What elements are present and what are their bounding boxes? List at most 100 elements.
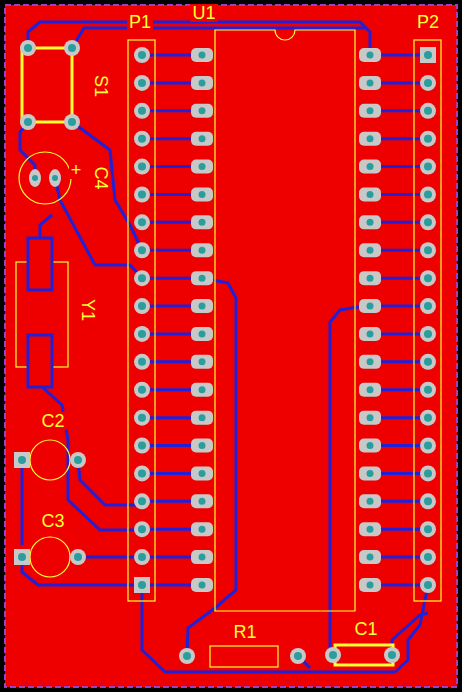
round-pad [134, 493, 150, 509]
ic-pad [191, 160, 213, 174]
round-pad [420, 214, 436, 230]
ic-pad [191, 215, 213, 229]
round-pad [420, 75, 436, 91]
round-pad [420, 465, 436, 481]
ic-pad [191, 355, 213, 369]
drill-hole [138, 581, 146, 589]
crystal-pad [28, 238, 52, 290]
drill-hole [424, 358, 432, 366]
drill-hole [367, 554, 374, 561]
round-pad [134, 242, 150, 258]
drill-hole [424, 246, 432, 254]
drill-hole [367, 191, 374, 198]
round-pads [14, 40, 400, 664]
oval-pad [49, 169, 61, 187]
drill-hole [424, 79, 432, 87]
ic-pad [359, 411, 381, 425]
trace [72, 28, 365, 48]
round-pad [420, 410, 436, 426]
square-pad [14, 452, 30, 468]
drill-hole [424, 525, 432, 533]
drill-hole [24, 44, 32, 52]
traces [20, 22, 428, 672]
ic-pad [359, 466, 381, 480]
drill-hole [367, 442, 374, 449]
drill-hole [74, 553, 82, 561]
drill-hole [294, 652, 302, 660]
round-pad [134, 159, 150, 175]
round-pad [420, 521, 436, 537]
trace [72, 122, 142, 250]
round-pad [134, 47, 150, 63]
capacitor-outline [30, 440, 70, 480]
ic-pad [359, 243, 381, 257]
square-pad [134, 577, 150, 593]
drill-hole [367, 526, 374, 533]
ic-pad [191, 271, 213, 285]
round-pad [420, 159, 436, 175]
round-pad [20, 40, 36, 56]
drill-hole [138, 302, 146, 310]
ic-pad [359, 578, 381, 592]
drill-hole [424, 190, 432, 198]
trace [392, 613, 428, 655]
drill-hole [138, 190, 146, 198]
board-outline [5, 5, 457, 687]
drill-hole [367, 52, 374, 59]
drill-hole [367, 107, 374, 114]
part-label: U1 [190, 4, 217, 22]
drill-hole [367, 247, 374, 254]
drill-hole [367, 275, 374, 282]
ic-pad [191, 132, 213, 146]
drill-hole [367, 79, 374, 86]
drill-hole [138, 358, 146, 366]
capacitor-outline [19, 152, 71, 204]
drill-hole [138, 163, 146, 171]
drill-hole [367, 386, 374, 393]
ic-pad [359, 76, 381, 90]
ic-pad [191, 466, 213, 480]
ic-pad [191, 48, 213, 62]
part-label: S1 [92, 73, 110, 99]
drill-hole [199, 191, 206, 198]
drill-hole [18, 456, 26, 464]
trace [21, 460, 24, 545]
ic-pad [191, 243, 213, 257]
round-pad [179, 648, 195, 664]
drill-hole [424, 469, 432, 477]
drill-hole [138, 274, 146, 282]
round-pad [134, 75, 150, 91]
round-pad [134, 410, 150, 426]
round-pad [420, 270, 436, 286]
drill-hole [424, 497, 432, 505]
ic-pad [359, 215, 381, 229]
drill-hole [199, 107, 206, 114]
resistor-outline [210, 646, 278, 667]
drill-hole [367, 330, 374, 337]
drill-hole [424, 163, 432, 171]
drill-hole [199, 163, 206, 170]
round-pad [134, 131, 150, 147]
drill-hole [424, 135, 432, 143]
drill-hole [424, 442, 432, 450]
ic-pad [359, 494, 381, 508]
round-pad [420, 186, 436, 202]
round-pad [420, 298, 436, 314]
round-pad [420, 549, 436, 565]
silkscreen [16, 30, 441, 667]
drill-hole [138, 135, 146, 143]
ic-pad [191, 299, 213, 313]
round-pad [420, 382, 436, 398]
drill-hole [424, 414, 432, 422]
drill-hole [138, 386, 146, 394]
ic-pad [359, 132, 381, 146]
drill-hole [199, 442, 206, 449]
part-label: C2 [39, 412, 66, 430]
drill-hole [138, 218, 146, 226]
capacitor-outline [30, 537, 70, 577]
round-pad [134, 354, 150, 370]
drill-hole [424, 330, 432, 338]
square-pad [420, 47, 436, 63]
trace [40, 215, 52, 238]
